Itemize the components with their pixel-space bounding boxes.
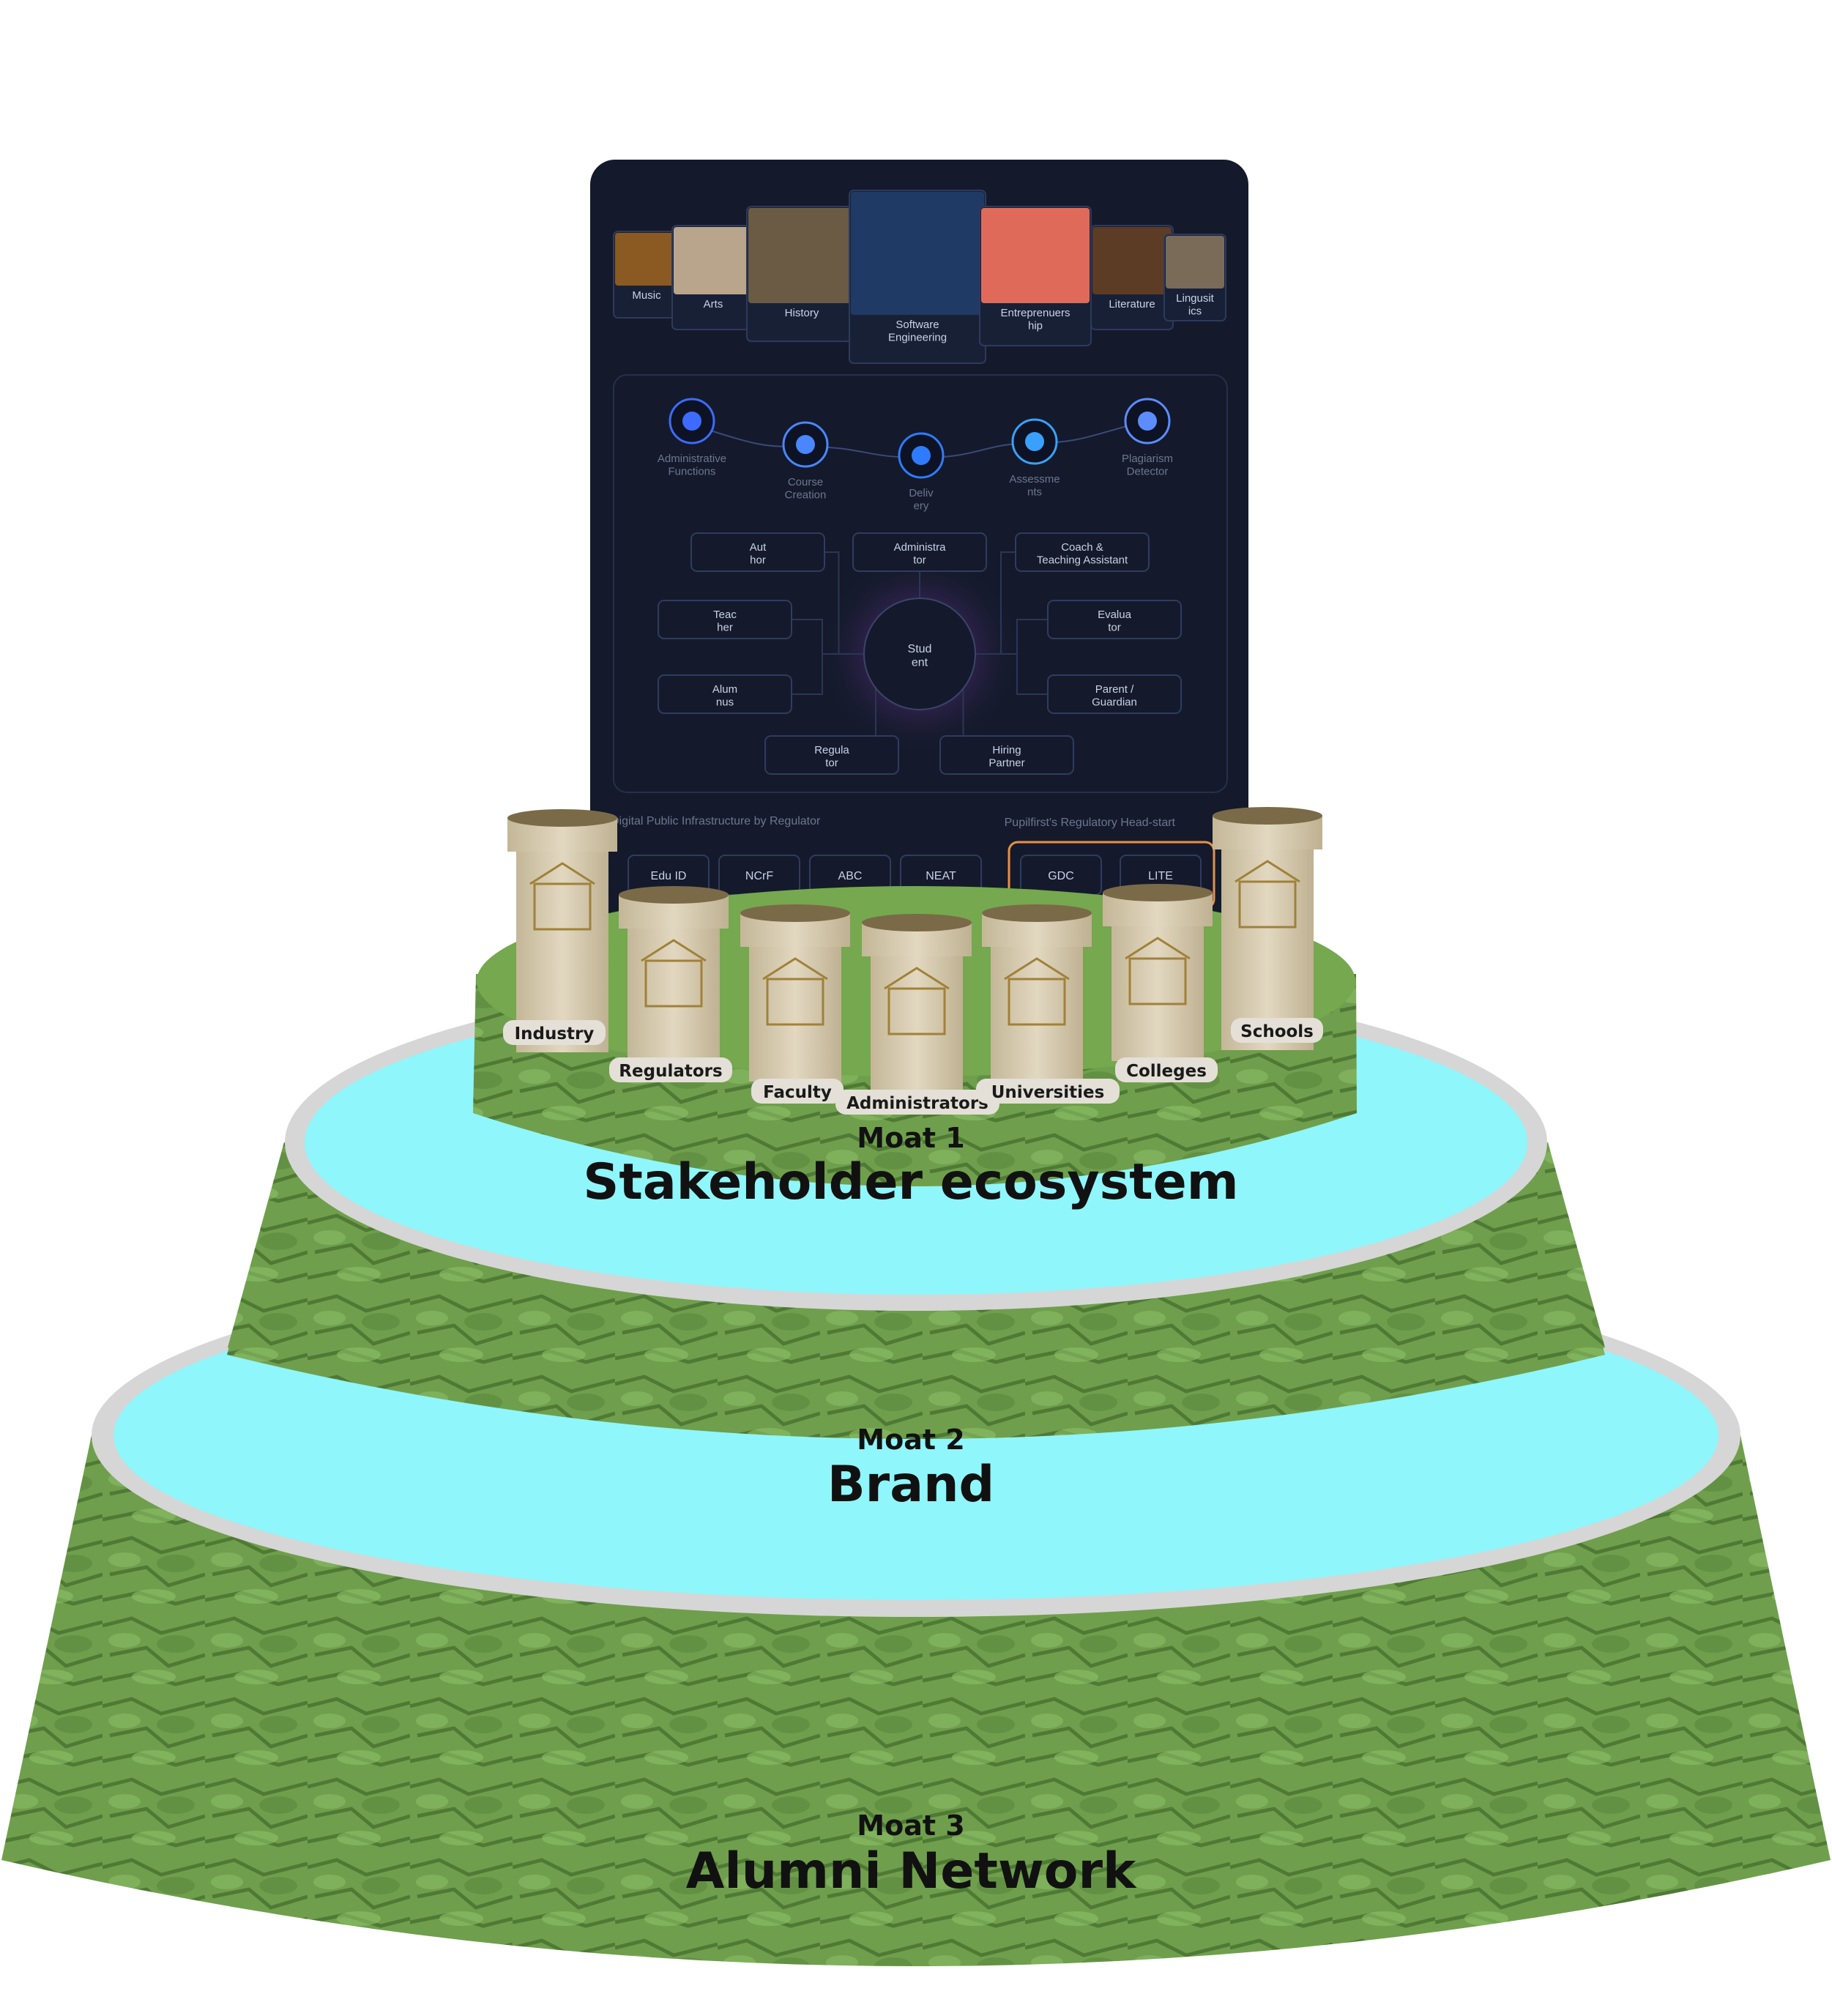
stakeholder-label: Industry <box>515 1024 595 1044</box>
moat-1-label: Moat 1 <box>857 1122 964 1154</box>
subject-card[interactable]: Music <box>613 231 680 319</box>
subject-label: Arts <box>704 298 723 310</box>
role-label: Parent /Guardian <box>1092 683 1137 708</box>
moat-3-name: Alumni Network <box>686 1842 1137 1900</box>
infra-label: NCrF <box>745 870 773 882</box>
infra-label: GDC <box>1048 870 1074 882</box>
headstart-caption: Pupilfirst's Regulatory Head-start <box>1005 817 1176 829</box>
stakeholder-pillar[interactable]: Regulators <box>609 886 732 1082</box>
subject-image <box>851 192 984 315</box>
stakeholder-pillar[interactable]: Administrators <box>835 914 999 1115</box>
subject-image <box>1092 227 1172 294</box>
infra-label: Edu ID <box>651 870 687 882</box>
stakeholder-label: Regulators <box>619 1062 722 1081</box>
subject-label: Music <box>632 289 661 302</box>
role-node[interactable]: Coach &Teaching Assistant <box>1015 532 1150 572</box>
school-icon <box>1235 860 1300 929</box>
subject-image <box>1166 236 1224 289</box>
subject-card[interactable]: Literature <box>1090 225 1174 330</box>
subject-image <box>748 208 855 303</box>
stakeholder-label: Faculty <box>763 1083 832 1102</box>
moat-3-label: Moat 3 <box>857 1809 964 1842</box>
college-icon <box>1125 937 1191 1005</box>
infra-button[interactable]: ABC <box>809 855 891 896</box>
capitol-icon <box>641 939 707 1008</box>
factory-icon <box>529 862 595 931</box>
infra-label: ABC <box>838 870 863 882</box>
lecture-icon <box>762 957 828 1026</box>
subject-card[interactable]: History <box>746 206 857 342</box>
moat-1-name: Stakeholder ecosystem <box>583 1153 1238 1211</box>
university-icon <box>1004 957 1070 1026</box>
infra-button[interactable]: GDC <box>1020 855 1102 896</box>
stakeholder-pillar[interactable]: Schools <box>1213 807 1323 1050</box>
stakeholder-pillar[interactable]: Universities <box>976 904 1120 1104</box>
subject-image <box>981 208 1090 303</box>
stakeholder-label: Colleges <box>1126 1062 1207 1081</box>
role-node[interactable]: Parent /Guardian <box>1047 674 1182 714</box>
headset-operator-icon <box>884 967 950 1035</box>
moat-2-name: Brand <box>827 1456 994 1514</box>
stakeholder-pillar[interactable]: Colleges <box>1103 884 1218 1082</box>
subject-label: Literature <box>1109 298 1155 310</box>
subject-label: History <box>785 307 819 319</box>
subject-image <box>674 227 753 294</box>
infra-button[interactable]: NEAT <box>900 855 982 896</box>
subject-image <box>615 233 678 286</box>
stakeholder-pillar[interactable]: Faculty <box>740 904 850 1104</box>
stakeholder-label: Universities <box>991 1083 1105 1102</box>
moat-2-label: Moat 2 <box>857 1424 964 1456</box>
stakeholder-pillar[interactable]: Industry <box>503 809 617 1052</box>
dpi-caption: Digital Public Infrastructure by Regulat… <box>611 815 821 827</box>
role-label: Coach &Teaching Assistant <box>1037 541 1128 566</box>
stakeholder-label: Schools <box>1240 1022 1314 1041</box>
stakeholder-label: Administrators <box>846 1094 988 1113</box>
infra-label: LITE <box>1148 870 1173 882</box>
subject-card[interactable]: Arts <box>671 225 755 330</box>
infra-button[interactable]: NCrF <box>718 855 800 896</box>
infra-label: NEAT <box>926 870 956 882</box>
